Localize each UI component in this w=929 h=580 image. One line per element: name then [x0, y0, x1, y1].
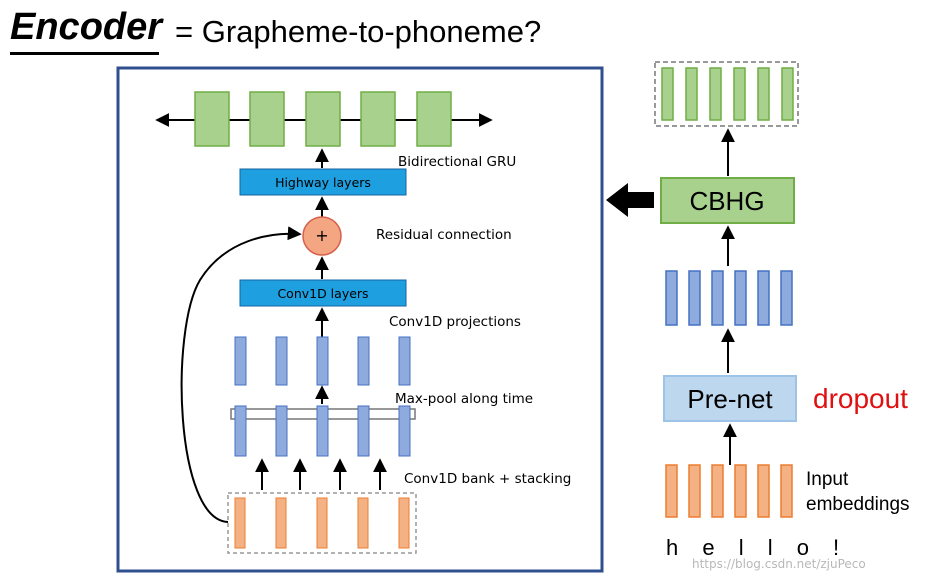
gru-cell	[194, 91, 230, 147]
input-embedding-bar	[711, 464, 724, 518]
residual-add-node	[302, 216, 342, 256]
label-conv1d-projections: Conv1D projections	[389, 314, 521, 330]
prenet-output-bar	[688, 270, 701, 326]
conv-bank-bar	[398, 405, 411, 457]
detail-input-bars	[234, 497, 410, 549]
output-bar	[685, 67, 698, 121]
conv-bank-bar	[275, 405, 288, 457]
detail-input-bar	[357, 497, 369, 549]
label-maxpool: Max-pool along time	[395, 391, 533, 407]
gru-cell	[305, 91, 341, 147]
highway-layers-box	[239, 168, 407, 196]
residual-skip-curve	[180, 226, 302, 523]
zoom-arrow-icon	[606, 183, 654, 217]
conv1d-layers-label: Conv1D layers	[277, 286, 368, 301]
projection-bar	[357, 336, 370, 386]
residual-plus-symbol: +	[315, 226, 328, 245]
detail-input-bar	[234, 497, 246, 549]
output-bar	[709, 67, 722, 121]
conv-bank-bar	[316, 405, 329, 457]
label-residual-connection: Residual connection	[376, 227, 512, 243]
cbhg-label: CBHG	[689, 186, 764, 216]
output-bar	[733, 67, 746, 121]
prenet-box	[663, 375, 797, 422]
input-embedding-bar	[734, 464, 747, 518]
output-group	[654, 61, 799, 127]
encoder-detail-frame	[116, 66, 604, 573]
label-bidirectional-gru: Bidirectional GRU	[398, 154, 516, 170]
input-embeddings-label-line2: embeddings	[806, 494, 910, 515]
prenet-output-bars	[665, 270, 793, 326]
output-bar	[757, 67, 770, 121]
dropout-label: dropout	[813, 383, 908, 414]
input-embedding-bar	[665, 464, 678, 518]
output-bars	[661, 67, 794, 121]
projection-bar	[275, 336, 288, 386]
output-bar	[661, 67, 674, 121]
detail-input-group	[227, 492, 417, 554]
conv-bank-bars	[234, 405, 411, 457]
watermark: https://blog.csdn.net/zjuPeco	[692, 557, 866, 571]
conv-bank-bar	[357, 405, 370, 457]
gru-cells	[194, 91, 452, 147]
input-embeddings-label-line1: Input	[806, 469, 849, 490]
prenet-label: Pre-net	[687, 384, 773, 414]
highway-layers-label: Highway layers	[275, 175, 371, 190]
prenet-output-bar	[711, 270, 724, 326]
cbhg-box	[660, 177, 795, 224]
prenet-output-bar	[780, 270, 793, 326]
gru-cell	[249, 91, 285, 147]
input-embedding-bar	[757, 464, 770, 518]
conv1d-layers-box	[239, 279, 407, 307]
detail-input-bar	[275, 497, 287, 549]
prenet-output-bar	[734, 270, 747, 326]
label-conv1d-bank: Conv1D bank + stacking	[404, 471, 571, 487]
projection-bar	[398, 336, 411, 386]
projection-bar	[316, 336, 329, 386]
prenet-output-bar	[665, 270, 678, 326]
detail-input-bar	[398, 497, 410, 549]
prenet-output-bar	[757, 270, 770, 326]
input-embedding-bar	[780, 464, 793, 518]
projection-bar	[234, 336, 247, 386]
input-embedding-bar	[688, 464, 701, 518]
title-underline	[10, 52, 159, 55]
input-text: h e l l o !	[666, 535, 848, 560]
conv-bank-bar	[234, 405, 247, 457]
detail-input-bar	[316, 497, 328, 549]
title-encoder: Encoder	[10, 6, 163, 48]
title-rest: = Grapheme-to-phoneme?	[175, 14, 542, 49]
gru-cell	[416, 91, 452, 147]
output-bar	[781, 67, 794, 121]
bank-input-arrows	[255, 458, 387, 490]
projection-bars	[234, 336, 411, 386]
gru-cell	[360, 91, 396, 147]
input-embedding-bars	[665, 464, 793, 518]
